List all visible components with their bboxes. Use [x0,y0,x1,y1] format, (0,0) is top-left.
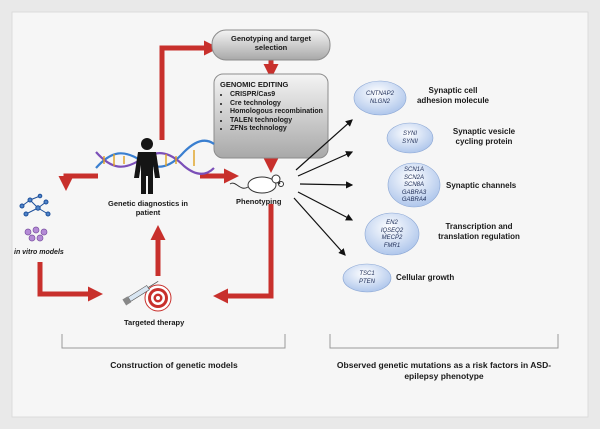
genotyping-label: Genotyping and target selection [230,34,311,52]
gene-name: MECP2 [381,235,403,241]
genomic-editing-panel: GENOMIC EDITING CRISPR/Cas9 Cre technolo… [220,80,324,134]
footer-right-label: Observed genetic mutations as a risk fac… [336,360,552,381]
gene-name: CNTNAP2 [365,91,394,97]
gene-name: FMR1 [383,242,401,249]
genomic-editing-list: CRISPR/Cas9 Cre technology Homologous re… [220,91,324,134]
gene-list-growth: TSC1 PTEN [345,271,389,286]
category-label-channels: Synaptic channels [446,181,517,190]
category-label-transcription: Transcription and translation regulation [438,222,520,241]
gene-name: GABRA4 [401,197,427,203]
cell-culture-icon [24,226,48,242]
gene-name: SCN1A [403,167,424,173]
category-label-adhesion: Synaptic cell adhesion molecule [416,86,490,105]
genotyping-box [211,29,331,61]
dna-helix-icon [95,139,215,175]
genomic-editing-item: TALEN technology [230,117,324,126]
target-syringe-icon [122,280,172,312]
gene-name: PTEN [358,278,375,285]
gene-name: SCN2A [403,174,424,181]
genomic-editing-item: Cre technology [230,100,324,109]
footer-brackets [61,334,559,349]
arrow-diagnostics-to-invitro [58,173,98,191]
category-arrows [293,119,354,256]
gene-list-vesicle: SYNI SYNII [388,131,432,146]
gene-list-transcription: EN2 IQSEQ2 MECP2 FMR1 [367,220,417,250]
panel-background [11,11,589,418]
gene-list-channels: SCN1A SCN2A SCN8A GABRA3 GABRA4 [390,167,438,205]
in-vitro-models-label: in vitro models [14,249,64,256]
gene-name: IQSEQ2 [380,227,404,234]
arrow-phenotyping-to-therapy [213,204,274,304]
gene-list-adhesion: CNTNAP2 NLGN2 [356,91,404,106]
arrow-diagnostics-to-genotyping [159,40,219,140]
genetic-diagnostics-label: Genetic diagnostics in patient [107,199,189,217]
cell-network-icon [19,193,51,217]
gene-name: TSC1 [359,271,375,277]
category-label-vesicle: Synaptic vesicle cycling protein [452,127,516,146]
bracket-left [61,334,286,349]
patient-silhouette-icon [134,138,160,194]
genomic-editing-title: GENOMIC EDITING [220,80,289,89]
gene-name: SYNI [402,131,417,137]
footer-left-label: Construction of genetic models [110,360,238,370]
targeted-therapy-label: Targeted therapy [124,318,185,327]
phenotyping-label: Phenotyping [236,197,282,206]
gene-name: NLGN2 [369,98,390,105]
gene-ellipse-channels [387,162,441,208]
bracket-right [329,334,559,349]
gene-ellipse-adhesion [353,80,407,116]
category-label-growth: Cellular growth [396,273,455,282]
gene-ellipse-transcription [364,212,420,256]
gene-name: EN2 [386,220,398,226]
gene-ellipse-vesicle [386,122,434,154]
gene-ellipse-growth [342,263,392,293]
arrow-invitro-to-therapy [37,262,103,302]
genomic-editing-item: CRISPR/Cas9 [230,91,324,100]
process-arrows [37,40,279,304]
genomic-editing-item: ZFNs technology [230,125,324,134]
gene-name: SYNII [402,138,418,145]
gene-name: GABRA3 [401,189,427,196]
genomic-editing-box [213,73,329,159]
genomic-editing-item: Homologous recombination [230,108,324,117]
mouse-icon [229,174,284,194]
gene-name: SCN8A [403,182,424,188]
